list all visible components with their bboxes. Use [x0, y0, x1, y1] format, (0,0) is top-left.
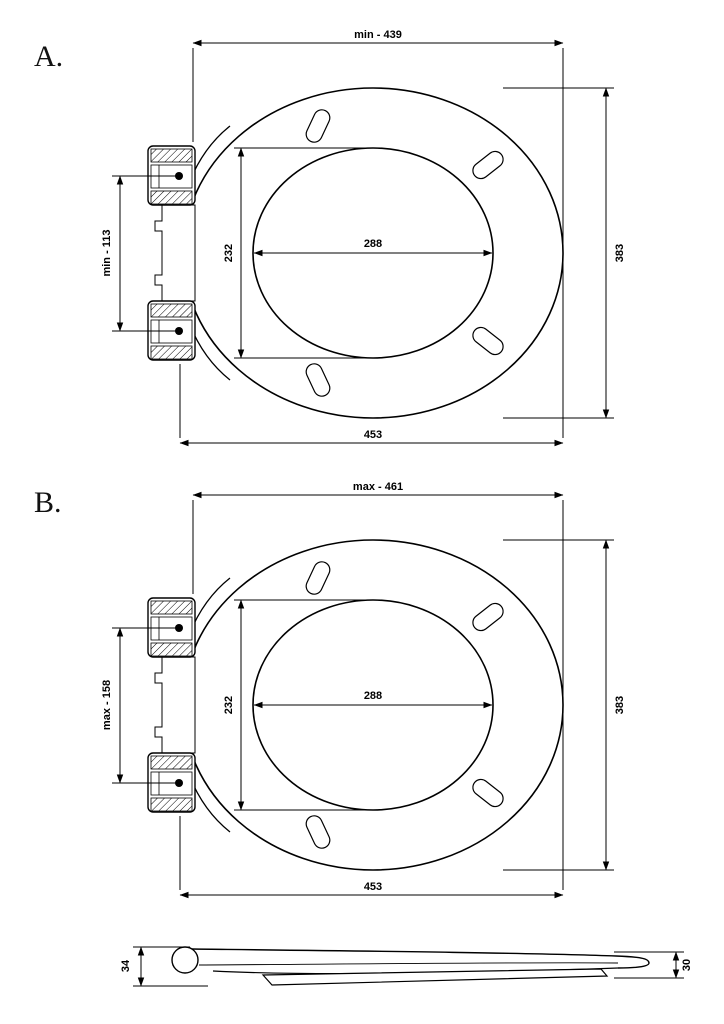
hinge-barrel — [171, 946, 199, 974]
dim-label-side-right: 30 — [681, 959, 693, 971]
seat-lid-seam — [198, 962, 619, 966]
dim-label-inner-height-a: 232 — [223, 244, 235, 262]
dim-label-right-b: 383 — [614, 696, 626, 714]
dim-label-top-a: min - 439 — [354, 29, 402, 41]
dim-label-side-left: 34 — [120, 959, 132, 972]
section-b-label: B. — [34, 486, 62, 519]
dim-label-left-b: max - 158 — [101, 680, 113, 730]
seat-side-view: 34 30 — [120, 946, 693, 987]
dim-label-left-a: min - 113 — [101, 229, 113, 276]
dim-label-bottom-a: 453 — [364, 429, 382, 441]
seat-top-view-a: min - 439 min - 113 232 288 383 453 — [101, 29, 626, 478]
seat-bumper-pad — [261, 968, 609, 986]
dim-label-inner-width-a: 288 — [364, 238, 382, 250]
section-a-label: A. — [34, 40, 64, 73]
dim-label-right-a: 383 — [614, 244, 626, 262]
dim-label-top-b: max - 461 — [353, 481, 403, 493]
seat-top-view-b: max - 461 max - 158 232 288 383 453 — [101, 481, 626, 930]
side-dimension-lines — [133, 946, 684, 987]
dim-label-bottom-b: 453 — [364, 881, 382, 893]
dim-label-inner-width-b: 288 — [364, 690, 382, 702]
seat-profile-top — [191, 948, 650, 969]
dim-label-inner-height-b: 232 — [223, 696, 235, 714]
